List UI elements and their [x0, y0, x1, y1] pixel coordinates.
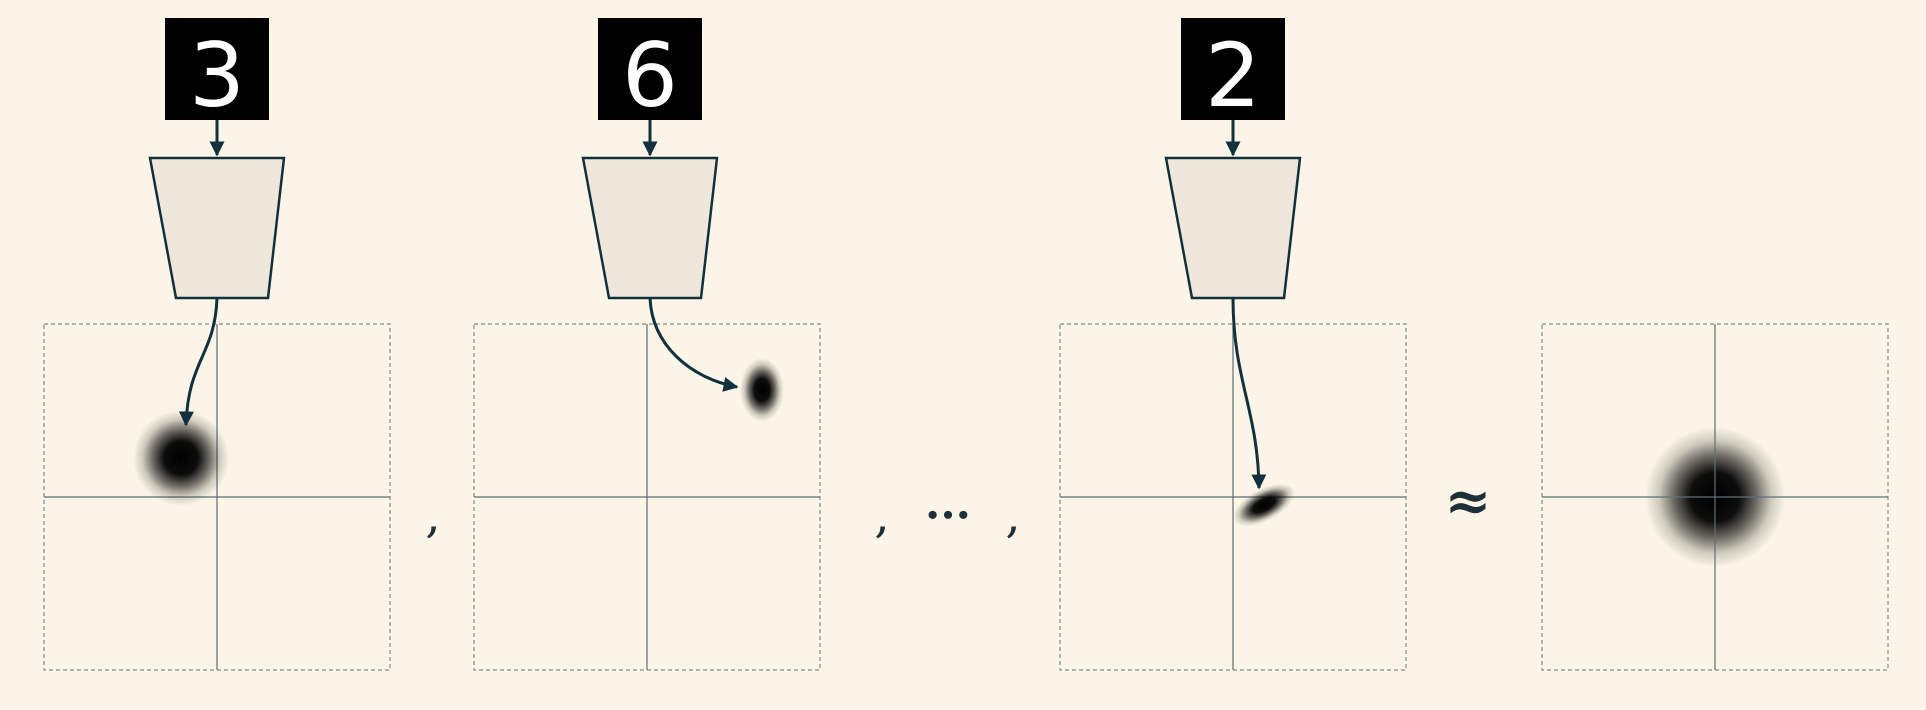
encoding-arrow [648, 297, 739, 392]
encoder-block [581, 156, 719, 300]
latent-space-plot [43, 323, 391, 671]
encoding-arrow [178, 297, 219, 427]
panel-sample-n: 2 [1059, 18, 1407, 671]
posterior-gaussian [740, 358, 784, 422]
posterior-gaussian [133, 410, 229, 506]
panel-sample-1: 3 [43, 18, 391, 671]
latent-space-plot [1059, 323, 1407, 671]
mnist-digit-6-image: 6 [598, 18, 702, 127]
digit-label: 2 [1205, 24, 1261, 127]
mnist-digit-2-image: 2 [1181, 18, 1285, 127]
encoder-block [1164, 156, 1302, 300]
encoder-block [148, 156, 286, 300]
mnist-digit-3-image: 3 [165, 18, 269, 127]
digit-label: 6 [622, 24, 678, 127]
panel-sample-2: 6 [473, 18, 821, 671]
digit-label: 3 [189, 24, 245, 127]
approx-symbol: ≈ [1445, 468, 1492, 534]
latent-space-plot [1541, 323, 1889, 671]
separator-comma: , [425, 488, 440, 544]
separator-comma: , [874, 488, 889, 544]
latent-space-plot [473, 323, 821, 671]
separator-comma: , [1005, 488, 1020, 544]
separator-ellipsis-group: , ··· , [874, 488, 1020, 544]
posterior-gaussian [1233, 483, 1295, 527]
panel-prior [1541, 323, 1889, 671]
separator-ellipsis: ··· [925, 490, 971, 541]
encoding-arrow [1231, 297, 1267, 490]
